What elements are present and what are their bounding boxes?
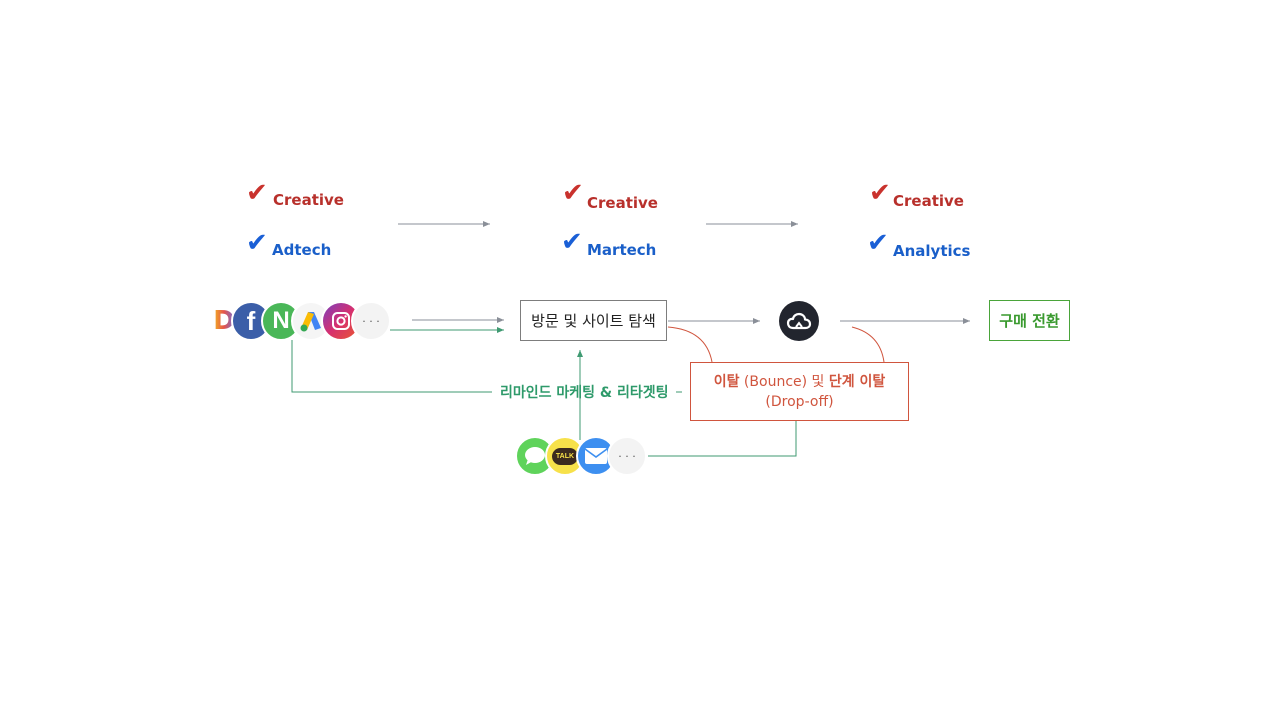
check-icon: ✔ <box>562 178 584 208</box>
analytics-bounce-curve <box>851 326 885 363</box>
check-icon: ✔ <box>561 227 583 257</box>
stage-3-creative-label: Creative <box>893 192 964 210</box>
purchase-conversion-box: 구매 전환 <box>989 300 1070 341</box>
check-icon: ✔ <box>246 178 268 208</box>
remarketing-loop-line <box>291 340 492 393</box>
visit-bounce-curve <box>667 326 713 363</box>
ad-channel-icons: D f N · · · <box>205 300 395 342</box>
bounce-dropoff-box: 이탈 (Bounce) 및 단계 이탈 (Drop-off) <box>690 362 909 421</box>
more-icon: · · · <box>351 301 391 341</box>
stage-2-martech-label: Martech <box>587 241 657 259</box>
purchase-conversion-label: 구매 전환 <box>999 312 1060 330</box>
cloud-analytics-icon <box>779 301 819 341</box>
stage-1-creative-label: Creative <box>273 191 344 209</box>
stage-1-adtech-label: Adtech <box>272 241 332 259</box>
check-icon: ✔ <box>246 228 268 258</box>
visit-explore-box: 방문 및 사이트 탐색 <box>520 300 667 341</box>
more-icon: · · · <box>607 436 647 476</box>
bounce-line-1: 이탈 (Bounce) 및 단계 이탈 <box>713 373 886 390</box>
stage-2-creative-label: Creative <box>587 194 658 212</box>
bounce-line-2: (Drop-off) <box>765 393 834 410</box>
stage-3-analytics-label: Analytics <box>893 242 971 260</box>
kakaotalk-icon: TALK <box>545 436 585 476</box>
message-channel-icons: TALK · · · <box>515 436 655 478</box>
visit-explore-label: 방문 및 사이트 탐색 <box>531 312 656 330</box>
bounce-to-messages-line <box>648 421 797 457</box>
check-icon: ✔ <box>869 178 891 208</box>
check-icon: ✔ <box>867 228 889 258</box>
remarketing-label: 리마인드 마케팅 & 리타겟팅 <box>500 385 669 401</box>
